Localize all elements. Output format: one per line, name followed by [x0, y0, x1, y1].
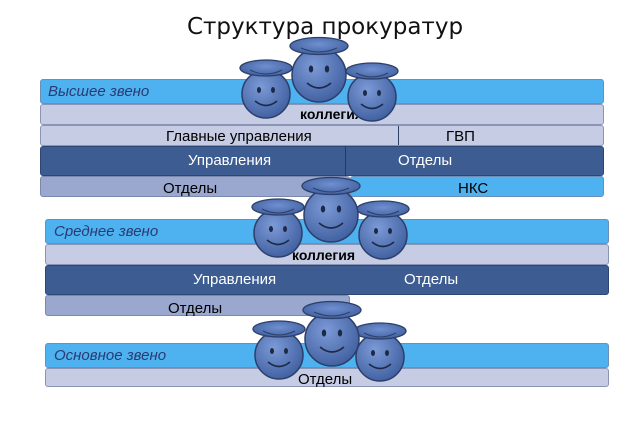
smiley-face-icon	[251, 198, 305, 258]
top-directorates-separator	[345, 146, 346, 176]
middle-directorates-label: Управления	[193, 271, 277, 288]
smiley-face-icon	[289, 36, 349, 103]
smiley-face-icon	[302, 300, 362, 367]
top-directorates-label: Управления	[188, 152, 272, 169]
diagram-title: Структура прокуратур	[186, 14, 464, 40]
top-departments-row-label: Отделы	[163, 180, 218, 197]
middle-collegium-label: коллегия	[292, 247, 356, 263]
smiley-face-icon	[301, 176, 361, 243]
base-departments-label: Отделы	[298, 371, 353, 388]
smiley-face-icon	[356, 200, 410, 260]
top-level-label: Высшее звено	[48, 83, 150, 100]
top-departments-label: Отделы	[398, 152, 453, 169]
top-main-directorates-bar	[40, 125, 604, 146]
gvp-label: ГВП	[446, 128, 475, 145]
top-collegium-bar	[40, 104, 604, 125]
smiley-face-icon	[252, 320, 306, 380]
middle-level-label: Среднее звено	[54, 223, 159, 240]
base-departments-bar	[45, 368, 609, 387]
nks-label: НКС	[458, 180, 489, 197]
top-directorates-bar	[40, 146, 604, 176]
smiley-face-icon	[345, 62, 399, 122]
middle-departments-label: Отделы	[404, 271, 459, 288]
main-directorates-label: Главные управления	[166, 128, 312, 145]
top-collegium-label: коллегия	[300, 106, 364, 122]
smiley-face-icon	[353, 322, 407, 382]
middle-directorates-bar	[45, 265, 609, 295]
middle-departments-row-label: Отделы	[168, 300, 223, 317]
smiley-face-icon	[239, 59, 293, 119]
main-gvp-separator	[398, 126, 399, 145]
middle-collegium-bar	[45, 244, 609, 265]
base-level-label: Основное звено	[54, 347, 167, 364]
